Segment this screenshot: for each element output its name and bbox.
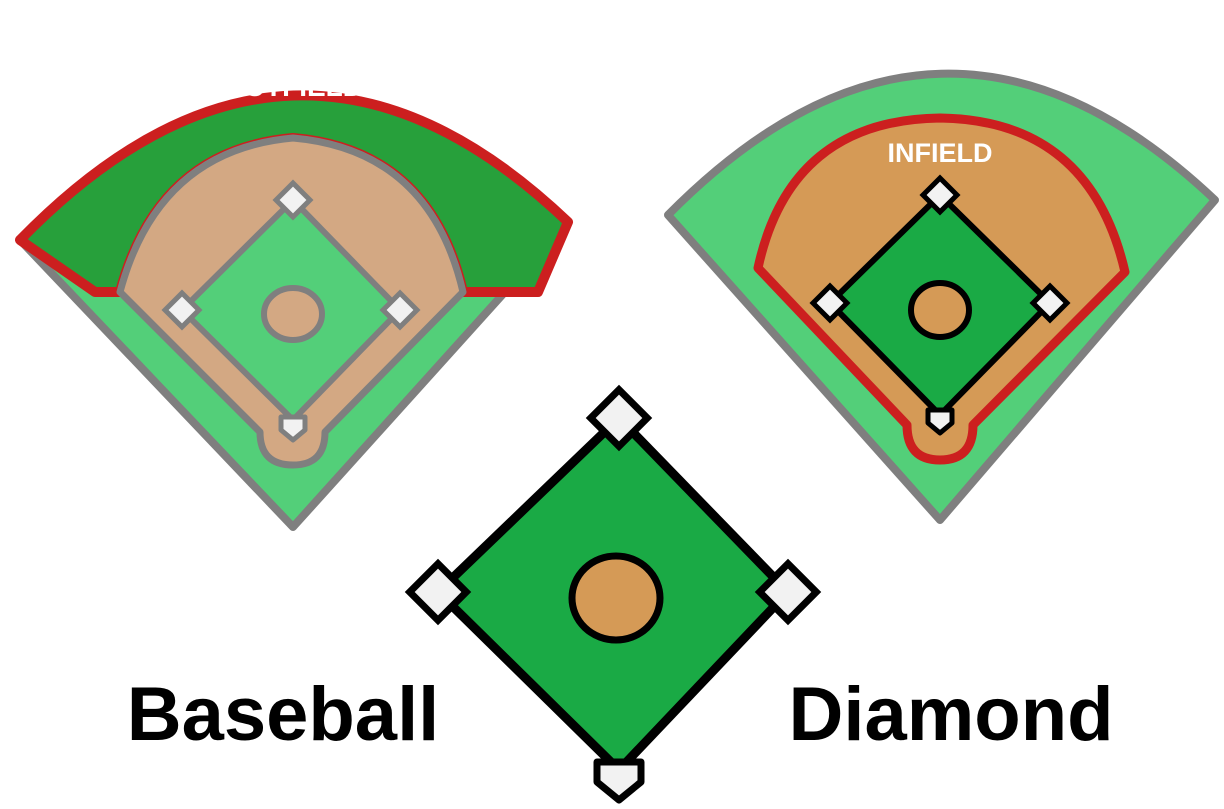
center-home-plate [597, 762, 641, 800]
caption-diamond: Diamond [788, 672, 1113, 757]
caption-baseball: Baseball [127, 672, 440, 757]
infield-pitchers-mound [911, 283, 969, 337]
infield-diagram: INFIELD [668, 74, 1215, 520]
center-pitchers-mound [572, 556, 660, 640]
outfield-label: OUTFIELD [223, 71, 363, 102]
infield-label: INFIELD [888, 138, 993, 168]
center-diamond [410, 390, 817, 800]
outfield-diagram: OUTFIELD [20, 71, 568, 527]
outfield-pitchers-mound [264, 288, 322, 340]
